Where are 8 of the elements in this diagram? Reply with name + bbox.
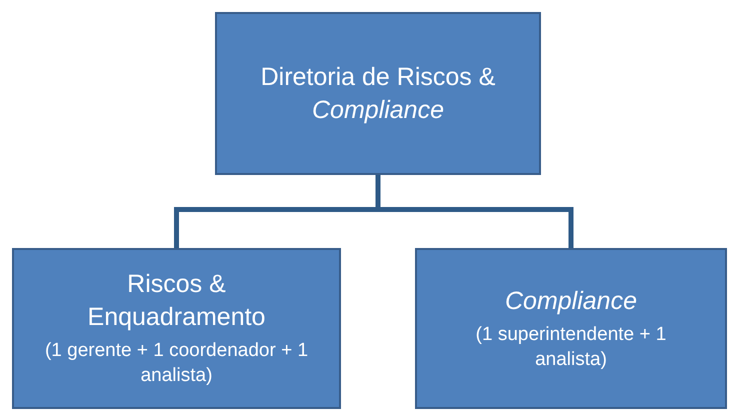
box-title: Compliance [504,286,637,317]
box-detail: (1 gerente + 1 coordenador + 1 analista) [44,339,310,388]
org-box [415,248,727,409]
box-detail: (1 superintendente + 1 analista) [474,323,668,372]
org-box [215,12,541,175]
box-title: Diretoria de Riscos & Compliance [260,62,496,126]
box-title: Riscos & Enquadramento [86,269,266,333]
org-box [12,248,341,409]
